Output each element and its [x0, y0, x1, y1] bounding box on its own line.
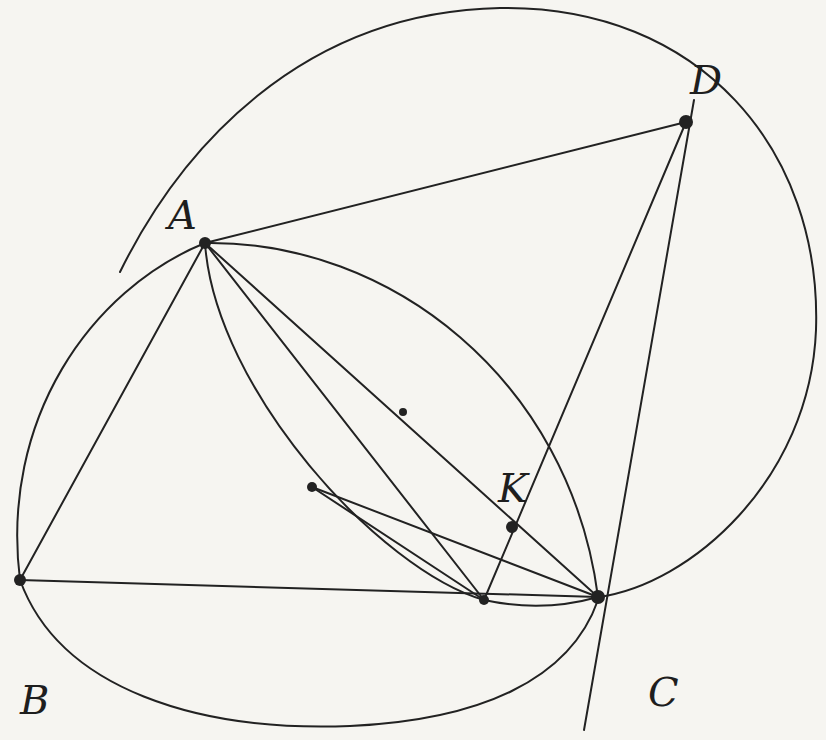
circle-arc [484, 597, 598, 606]
point-label: C [648, 672, 679, 712]
segment [205, 122, 686, 243]
segment [312, 487, 484, 600]
point [399, 408, 407, 416]
circle-arc [205, 243, 598, 597]
circle-arc [205, 243, 484, 600]
point-label: B [20, 680, 49, 720]
construction-lines [17, 8, 816, 730]
segment [584, 100, 694, 730]
point [591, 590, 605, 604]
circle-arc [120, 8, 816, 597]
point-label: K [498, 468, 528, 508]
points [14, 115, 693, 605]
segment [20, 580, 598, 597]
circle-arc [17, 243, 598, 727]
segment [205, 243, 598, 597]
point [479, 595, 489, 605]
segment [484, 122, 686, 600]
point [307, 482, 317, 492]
point-label: D [690, 60, 722, 100]
point [506, 521, 518, 533]
point [14, 574, 26, 586]
point-label: A [168, 195, 197, 235]
point [199, 237, 211, 249]
segment [20, 243, 205, 580]
segment [205, 243, 484, 600]
point [679, 115, 693, 129]
